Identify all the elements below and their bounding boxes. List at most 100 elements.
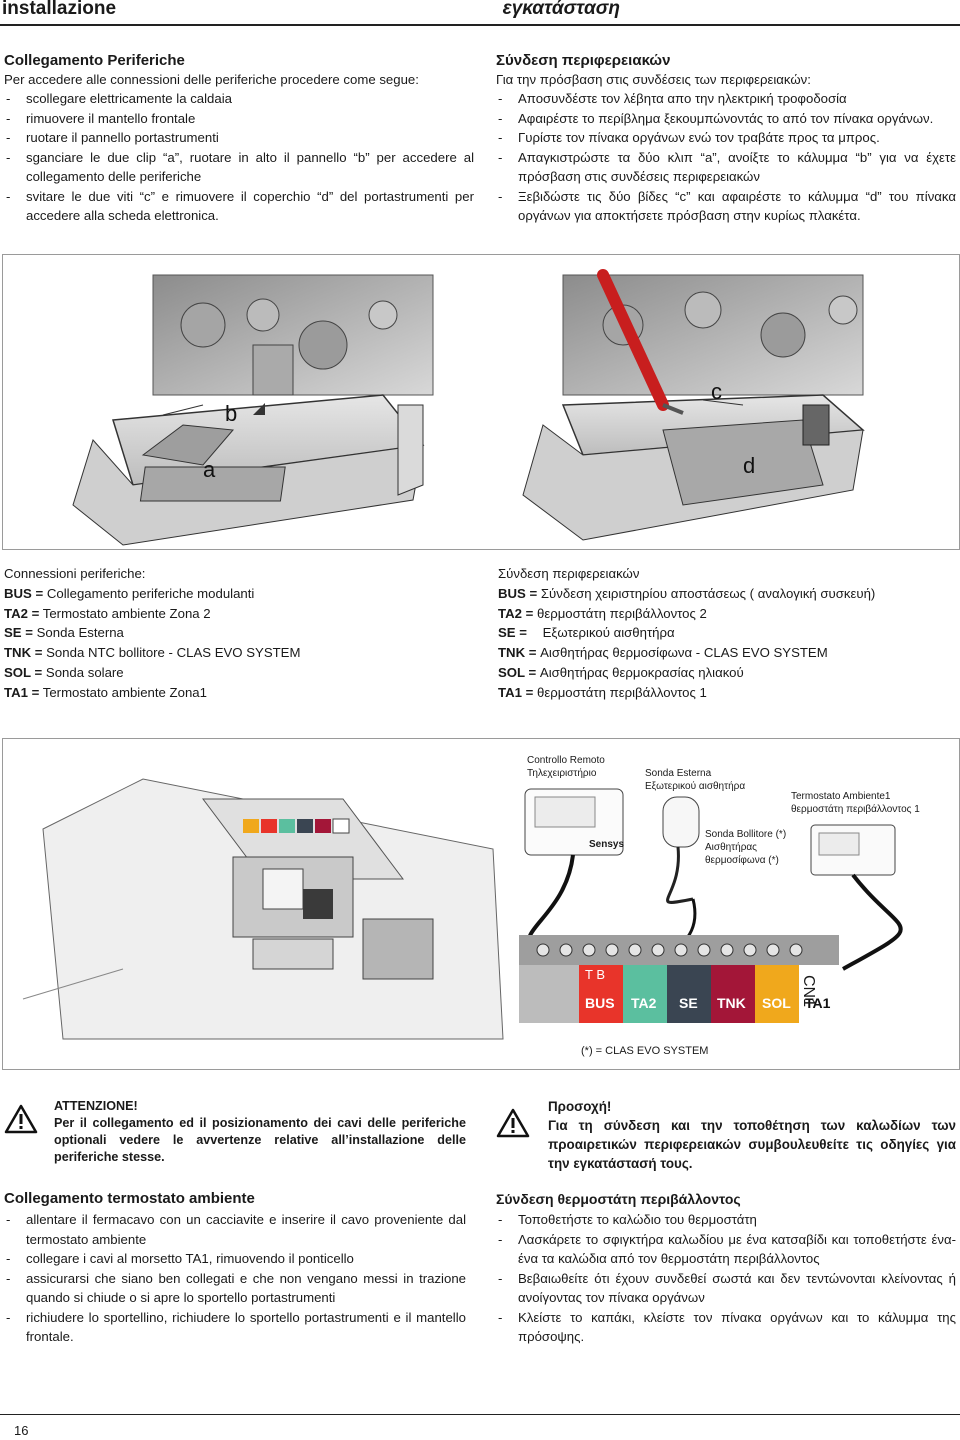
thermostat-drawing bbox=[810, 824, 896, 876]
list-item: svitare le due viti “c” e rimuovere il c… bbox=[4, 187, 474, 226]
right-drawing bbox=[522, 269, 865, 541]
terminal-bus: T B BUS bbox=[579, 965, 623, 1023]
conn-value: Εξωτερικού αισθητήρα bbox=[542, 625, 675, 641]
conn-value: Termostato ambiente Zona 2 bbox=[42, 605, 211, 621]
label-d: d bbox=[743, 453, 756, 478]
header-left: installazione bbox=[0, 0, 480, 26]
it-periph-section: Collegamento Periferiche Per accedere al… bbox=[4, 52, 474, 226]
list-item: sganciare le due clip “a”, ruotare in al… bbox=[4, 148, 474, 187]
tank-sensor-label-gr2: θερμοσίφωνα (*) bbox=[705, 855, 779, 866]
cn1-label: CN1 bbox=[800, 975, 817, 1008]
gr-conn-title: Σύνδεση περιφερειακών bbox=[498, 566, 640, 581]
gr-periph-intro: Για την πρόσβαση στις συνδέσεις των περι… bbox=[496, 72, 811, 87]
list-item: Ξεβιδώστε τις δύο βίδες “c” και αφαιρέστ… bbox=[496, 187, 956, 226]
terminal-block: T B BUS TA2 SE TNK SOL TA1 bbox=[579, 965, 839, 1023]
conn-value: Sonda solare bbox=[45, 664, 124, 680]
conn-value: θερμοστάτη περιβάλλοντος 1 bbox=[536, 684, 707, 700]
conn-value: θερμοστάτη περιβάλλοντος 2 bbox=[536, 605, 707, 621]
conn-row: TA1 = Termostato ambiente Zona1 bbox=[4, 683, 474, 703]
warning-title: ATTENZIONE! bbox=[54, 1099, 138, 1113]
section-title-it: installazione bbox=[2, 0, 117, 19]
gr-periph-section: Σύνδεση περιφερειακών Για την πρόσβαση σ… bbox=[496, 52, 956, 226]
gr-thermo-section: Σύνδεση θερμοστάτη περιβάλλοντος Τοποθετ… bbox=[496, 1190, 956, 1347]
warning-gr: Προσοχή! Για τη σύνδεση και την τοποθέτη… bbox=[496, 1098, 956, 1171]
list-item: Αποσυνδέστε τον λέβητα απο την ηλεκτρική… bbox=[496, 89, 956, 109]
conn-row: TNK = Sonda NTC bollitore - CLAS EVO SYS… bbox=[4, 643, 474, 663]
it-connections: Connessioni periferiche: BUS = Collegame… bbox=[4, 564, 474, 703]
conn-value: Collegamento periferiche modulanti bbox=[46, 585, 255, 601]
conn-key: TA1 = bbox=[498, 684, 534, 700]
it-thermo-section: Collegamento termostato ambiente allenta… bbox=[4, 1190, 466, 1347]
conn-key: TA2 = bbox=[4, 605, 40, 621]
terminal-tnk: TNK bbox=[711, 965, 755, 1023]
terminal-se: SE bbox=[667, 965, 711, 1023]
terminal-tb-label: T B bbox=[585, 967, 605, 982]
list-item: collegare i cavi al morsetto TA1, rimuov… bbox=[4, 1249, 466, 1269]
it-periph-intro: Per accedere alle connessioni delle peri… bbox=[4, 72, 419, 87]
conn-value: Sonda NTC bollitore - CLAS EVO SYSTEM bbox=[46, 645, 301, 661]
conn-value: Σύνδεση χειριστηρίου αποστάσεως ( αναλογ… bbox=[540, 585, 876, 601]
conn-value: Αισθητήρας θερμοκρασίας ηλιακού bbox=[539, 664, 744, 680]
list-item: richiudere lo sportellino, richiudere lo… bbox=[4, 1308, 466, 1347]
conn-value: Termostato ambiente Zona1 bbox=[42, 684, 207, 700]
figure-panel-access: b a c d bbox=[2, 254, 960, 550]
terminal-label: SOL bbox=[762, 995, 791, 1011]
terminal-ta1: TA1 bbox=[799, 965, 839, 1023]
conn-row: TA2 = θερμοστάτη περιβάλλοντος 2 bbox=[498, 604, 958, 624]
list-item: scollegare elettricamente la caldaia bbox=[4, 89, 474, 109]
it-thermo-steps: allentare il fermacavo con un cacciavite… bbox=[4, 1210, 466, 1347]
gr-periph-steps: Αποσυνδέστε τον λέβητα απο την ηλεκτρική… bbox=[496, 89, 956, 226]
conn-key: BUS = bbox=[498, 585, 538, 601]
conn-row: BUS = Collegamento periferiche modulanti bbox=[4, 584, 474, 604]
section-title-gr: εγκατάσταση bbox=[502, 0, 620, 19]
it-thermo-title: Collegamento termostato ambiente bbox=[4, 1190, 255, 1207]
remote-label-gr: Τηλεχειριστήριο bbox=[527, 768, 597, 779]
terminal-label: TA2 bbox=[631, 995, 657, 1011]
ext-sensor-label-it: Sonda Esterna bbox=[645, 768, 712, 779]
conn-key: SOL = bbox=[498, 664, 537, 680]
conn-key: TNK = bbox=[4, 645, 43, 661]
conn-value: Sonda Esterna bbox=[36, 625, 124, 641]
list-item: Αφαιρέστε το περίβλημα ξεκουμπώνοντάς το… bbox=[496, 109, 956, 129]
tank-sensor-label-gr1: Αισθητήρας bbox=[705, 842, 757, 853]
conn-row: BUS = Σύνδεση χειριστηρίου αποστάσεως ( … bbox=[498, 584, 958, 604]
gr-thermo-steps: Τοποθετήστε το καλώδιο του θερμοστάτη Λα… bbox=[496, 1210, 956, 1347]
list-item: Γυρίστε τον πίνακα οργάνων ενώ τον τραβά… bbox=[496, 128, 956, 148]
left-drawing bbox=[72, 274, 434, 546]
footer-rule bbox=[0, 1414, 960, 1415]
label-a: a bbox=[203, 457, 216, 482]
remote-drawing bbox=[524, 788, 624, 856]
terminal-label: SE bbox=[679, 995, 698, 1011]
conn-key: SOL = bbox=[4, 664, 43, 680]
terminal-label: TNK bbox=[717, 995, 746, 1011]
it-periph-title: Collegamento Periferiche bbox=[4, 52, 185, 69]
conn-row: TA2 = Termostato ambiente Zona 2 bbox=[4, 604, 474, 624]
list-item: Κλείστε το καπάκι, κλείστε τον πίνακα ορ… bbox=[496, 1308, 956, 1347]
footnote: (*) = CLAS EVO SYSTEM bbox=[581, 1045, 709, 1057]
board-drawing bbox=[22, 778, 504, 1040]
it-periph-steps: scollegare elettricamente la caldaia rim… bbox=[4, 89, 474, 226]
list-item: Τοποθετήστε το καλώδιο του θερμοστάτη bbox=[496, 1210, 956, 1230]
terminal-label: BUS bbox=[585, 995, 615, 1011]
conn-row: TNK = Αισθητήρας θερμοσίφωνα - CLAS EVO … bbox=[498, 643, 958, 663]
list-item: Βεβαιωθείτε ότι έχουν συνδεθεί σωστά και… bbox=[496, 1269, 956, 1308]
warning-text: Για τη σύνδεση και την τοποθέτηση των κα… bbox=[548, 1118, 956, 1171]
conn-key: SE = bbox=[498, 625, 527, 641]
conn-value: Αισθητήρας θερμοσίφωνα - CLAS EVO SYSTEM bbox=[540, 645, 828, 661]
conn-row: TA1 = θερμοστάτη περιβάλλοντος 1 bbox=[498, 683, 958, 703]
label-b: b bbox=[225, 401, 238, 426]
terminal-ta2: TA2 bbox=[623, 965, 667, 1023]
ext-sensor-drawing bbox=[662, 796, 700, 904]
list-item: Λασκάρετε το σφιγκτήρα καλωδίου με ένα κ… bbox=[496, 1230, 956, 1269]
tank-sensor-label-it: Sonda Bollitore (*) bbox=[705, 829, 787, 840]
conn-key: BUS = bbox=[4, 585, 44, 601]
warning-it: ATTENZIONE! Per il collegamento ed il po… bbox=[4, 1098, 470, 1168]
wiring-illustration bbox=[22, 778, 903, 1040]
figure-wiring: Controllo Remoto Τηλεχειριστήριο Sensys … bbox=[2, 738, 960, 1070]
list-item: Απαγκιστρώστε τα δύο κλιπ “a”, ανοίξτε τ… bbox=[496, 148, 956, 187]
thermostat-label-gr: θερμοστάτη περιβάλλοντος 1 bbox=[791, 804, 920, 815]
warning-icon bbox=[496, 1108, 530, 1138]
label-c: c bbox=[711, 379, 722, 404]
list-item: assicurarsi che siano ben collegati e ch… bbox=[4, 1269, 466, 1308]
remote-brand: Sensys bbox=[589, 839, 625, 850]
